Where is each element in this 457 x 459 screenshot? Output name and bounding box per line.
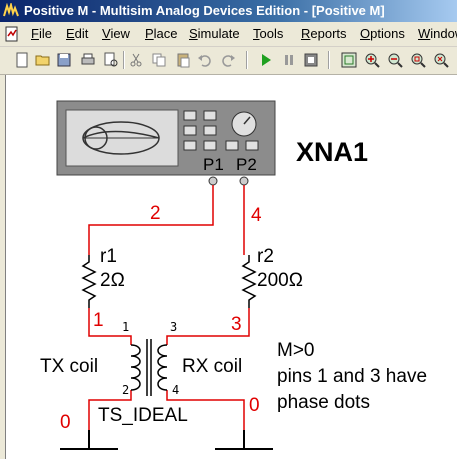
wire-r2-pin3[interactable] <box>166 308 250 345</box>
print-preview-icon[interactable] <box>103 52 119 68</box>
menu-reports-rest: eports <box>310 26 347 41</box>
wire-group <box>88 185 250 430</box>
menu-window[interactable]: Window <box>418 26 457 41</box>
toolbar-separator <box>246 51 248 69</box>
zoom-area-icon[interactable] <box>410 52 426 68</box>
port-p2-label: P2 <box>236 155 257 174</box>
menu-tools[interactable]: Tools <box>253 26 283 41</box>
menu-options-rest: ptions <box>370 26 405 41</box>
menu-view-key: V <box>102 26 111 41</box>
menu-window-rest: indow <box>430 26 457 41</box>
zoom-full-icon[interactable] <box>433 52 449 68</box>
menu-file-rest: ile <box>38 26 52 41</box>
stop-icon[interactable] <box>303 52 319 68</box>
wire-r1-pin1[interactable] <box>88 308 132 345</box>
transformer-ts-ideal[interactable] <box>130 339 168 396</box>
run-icon[interactable] <box>258 52 274 68</box>
note-line-3: phase dots <box>277 392 370 413</box>
menu-tools-rest: ools <box>259 26 284 41</box>
menu-place-key: P <box>145 26 154 41</box>
note-line-2: pins 1 and 3 have <box>277 366 428 387</box>
network-analyzer-instrument[interactable] <box>56 100 276 186</box>
ground-left[interactable] <box>60 430 118 450</box>
zoom-in-icon[interactable] <box>364 52 380 68</box>
open-icon[interactable] <box>35 52 51 68</box>
menu-reports[interactable]: Reports <box>301 26 347 41</box>
r2-ref-label: r2 <box>257 246 274 267</box>
port-p1-label: P1 <box>203 155 224 174</box>
menu-edit[interactable]: Edit <box>66 26 88 41</box>
menu-bar: File Edit View Place Simulate Tools Repo… <box>0 22 457 47</box>
wire-pin2-gnd[interactable] <box>88 390 132 430</box>
resistor-r2[interactable] <box>241 255 257 308</box>
transformer-pin4-label: 4 <box>172 383 180 397</box>
wire-pin4-gnd[interactable] <box>166 390 245 430</box>
toolbar <box>0 47 457 75</box>
transformer-model-label: TS_IDEAL <box>98 405 188 426</box>
r2-value-label: 200Ω <box>257 270 303 291</box>
transformer-pin3-label: 3 <box>170 320 178 334</box>
net-label-3: 3 <box>231 314 242 335</box>
title-bar: Positive M - Multisim Analog Devices Edi… <box>0 0 457 22</box>
toolbar-separator <box>123 51 125 69</box>
menu-edit-rest: dit <box>74 26 89 41</box>
copy-icon[interactable] <box>151 52 167 68</box>
note-line-1: M>0 <box>277 340 315 361</box>
redo-icon[interactable] <box>220 52 236 68</box>
r1-value-label: 2Ω <box>100 270 125 291</box>
menu-simulate-key: S <box>189 26 198 41</box>
menu-file-key: F <box>31 26 39 41</box>
menu-view[interactable]: View <box>102 26 130 41</box>
menu-options-key: O <box>360 26 371 41</box>
transformer-pin2-label: 2 <box>122 383 130 397</box>
ground-right[interactable] <box>215 430 273 450</box>
menu-tools-key: T <box>253 26 260 41</box>
menu-reports-key: R <box>301 26 311 41</box>
menu-file[interactable]: File <box>31 26 52 41</box>
save-icon[interactable] <box>56 52 72 68</box>
document-icon[interactable] <box>4 26 20 42</box>
transformer-pin1-label: 1 <box>122 320 130 334</box>
menu-window-key: W <box>418 26 431 41</box>
menu-edit-key: E <box>66 26 75 41</box>
menu-options[interactable]: Options <box>360 26 405 41</box>
tx-coil-label: TX coil <box>40 356 99 377</box>
menu-simulate[interactable]: Simulate <box>189 26 240 41</box>
new-icon[interactable] <box>14 52 30 68</box>
net-label-0-right: 0 <box>249 395 260 416</box>
fit-icon[interactable] <box>341 52 357 68</box>
menu-place[interactable]: Place <box>145 26 178 41</box>
paste-icon[interactable] <box>175 52 191 68</box>
instrument-ref-label: XNA1 <box>296 137 369 167</box>
net-label-2: 2 <box>150 203 161 224</box>
rx-coil-label: RX coil <box>182 356 243 377</box>
multisim-app-icon <box>3 3 19 17</box>
zoom-out-icon[interactable] <box>387 52 403 68</box>
resistor-r1[interactable] <box>81 255 97 308</box>
menu-place-rest: lace <box>153 26 178 41</box>
undo-icon[interactable] <box>197 52 213 68</box>
canvas-left-border <box>0 75 6 459</box>
menu-view-rest: iew <box>110 26 130 41</box>
menu-simulate-rest: imulate <box>197 26 240 41</box>
window-title: Positive M - Multisim Analog Devices Edi… <box>24 3 385 18</box>
toolbar-separator <box>328 51 330 69</box>
net-label-0-left: 0 <box>60 412 71 433</box>
wire-p1-r1[interactable] <box>88 185 214 255</box>
pause-icon[interactable] <box>281 52 297 68</box>
cut-icon[interactable] <box>128 52 144 68</box>
net-label-4: 4 <box>251 205 262 226</box>
r1-ref-label: r1 <box>100 246 117 267</box>
print-icon[interactable] <box>80 52 96 68</box>
net-label-1: 1 <box>93 310 104 331</box>
